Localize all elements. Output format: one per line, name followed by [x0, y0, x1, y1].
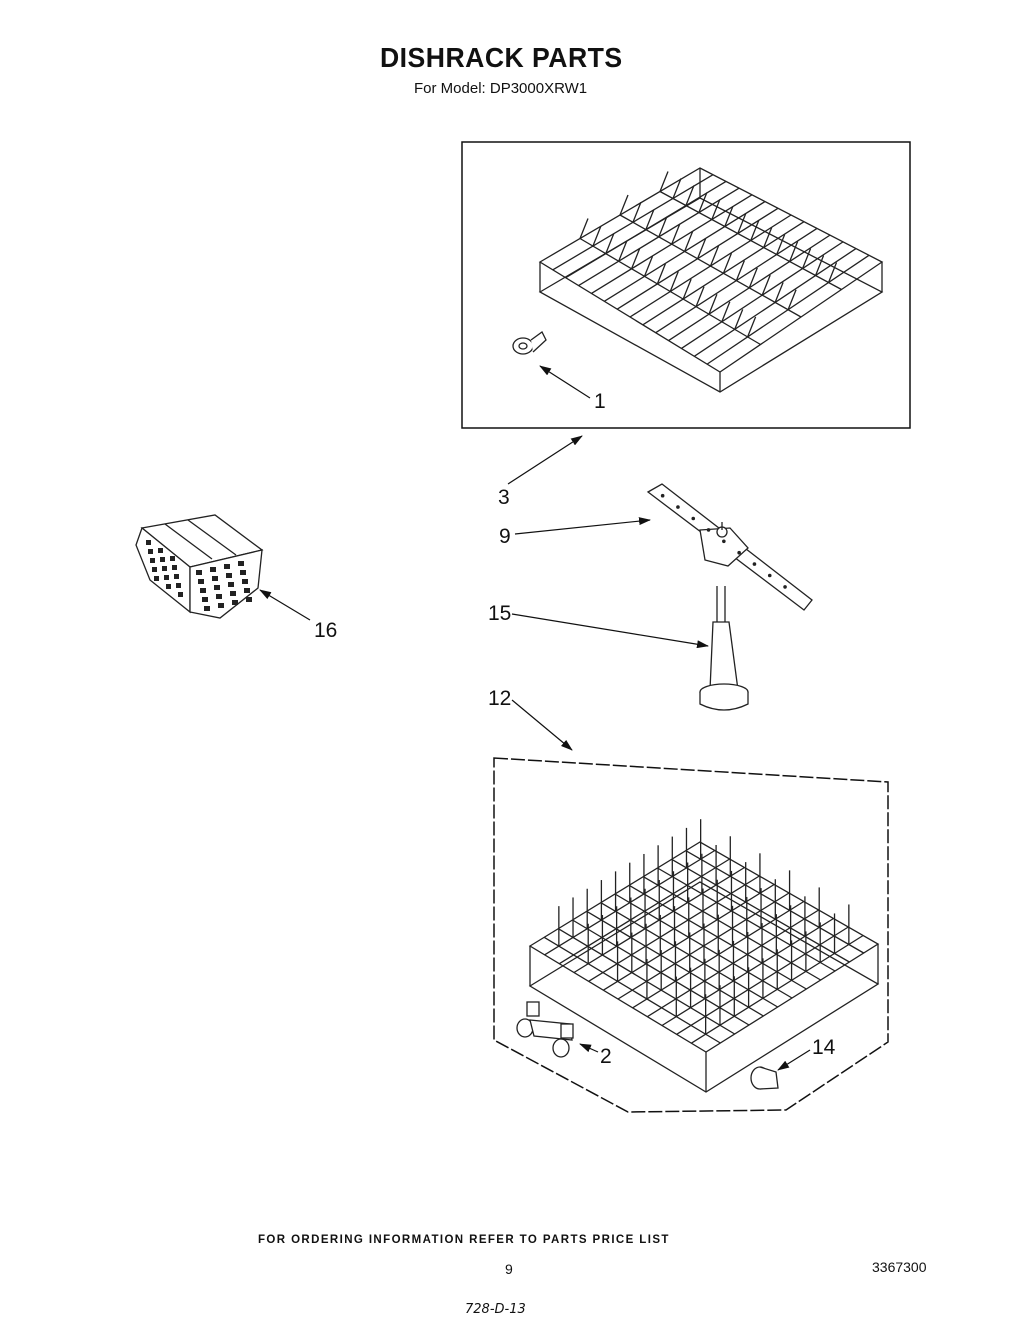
silverware-basket-illustration — [135, 514, 264, 619]
callout-12: 12 — [488, 687, 511, 710]
leader-line-9 — [514, 517, 651, 535]
callout-9: 9 — [499, 525, 511, 548]
callout-14: 14 — [812, 1036, 836, 1059]
document-number: 3367300 — [872, 1259, 927, 1275]
leader-line-16 — [259, 589, 311, 621]
leader-line-12 — [511, 699, 573, 751]
callout-3: 3 — [498, 486, 510, 509]
ordering-info-footer: FOR ORDERING INFORMATION REFER TO PARTS … — [258, 1234, 670, 1246]
callout-1: 1 — [594, 390, 606, 413]
model-subtitle: For Model: DP3000XRW1 — [414, 80, 588, 97]
callout-15: 15 — [488, 602, 511, 625]
spray-tower-illustration — [699, 586, 749, 711]
upper-rack-frame — [461, 141, 911, 429]
lower-rack-frame — [493, 757, 889, 1113]
lower-dishrack-illustration — [528, 819, 880, 1093]
handwritten-note: 728-D-13 — [465, 1302, 526, 1317]
upper-dishrack-illustration — [538, 167, 884, 393]
callout-16: 16 — [314, 619, 337, 642]
page-title: DISHRACK PARTS — [380, 42, 623, 73]
rack-stop-clip — [512, 331, 547, 355]
leader-line-2 — [579, 1043, 599, 1053]
spray-arm-illustration — [646, 483, 813, 611]
leader-line-3 — [507, 435, 583, 485]
leader-line-15 — [511, 613, 709, 649]
leader-line-1 — [539, 365, 591, 399]
end-cap — [750, 1066, 779, 1090]
leader-line-14 — [777, 1049, 811, 1071]
callout-2: 2 — [600, 1045, 612, 1068]
rack-roller-assembly — [516, 1001, 574, 1058]
page-number: 9 — [505, 1261, 513, 1277]
